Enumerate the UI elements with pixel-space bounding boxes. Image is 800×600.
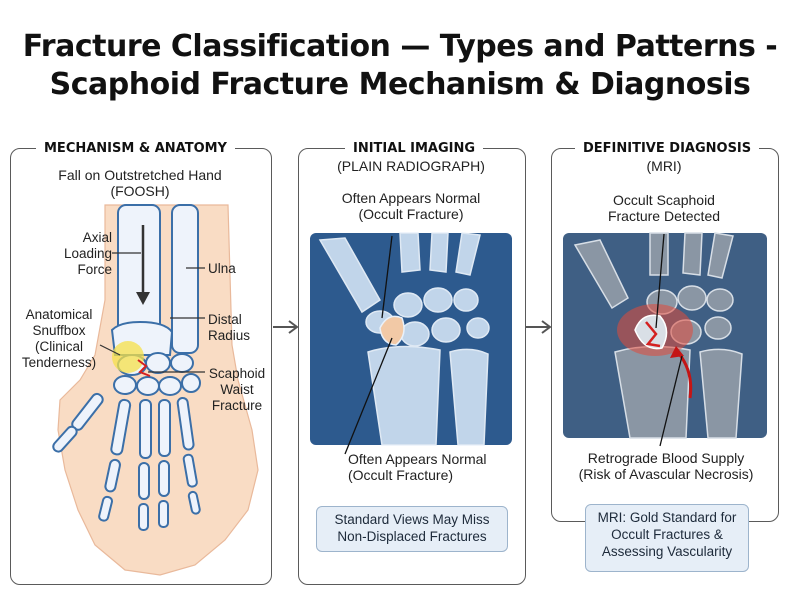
snuffbox-label: Anatomical Snuffbox (Clinical Tenderness… [16,307,102,371]
xray-bottom-line-2: (Occult Fracture) [348,467,454,483]
title-line-2: Scaphoid Fracture Mechanism & Diagnosis [49,67,751,102]
snuffbox-line-2: Snuffbox [32,323,86,338]
snuffbox-highlight [112,341,144,373]
mri-note-line-3: Assessing Vascularity [601,544,733,559]
snuffbox-line-1: Anatomical [25,307,93,322]
axial-line-1: Axial [82,230,112,245]
scaphoid-line-3: Fracture [211,398,263,413]
page-title: Fracture Classification — Types and Patt… [0,28,800,104]
panel1-leader-lines [99,252,205,373]
xray-top-line-1: Often Appears Normal [341,190,481,206]
panel-imaging-heading-line-2: (PLAIN RADIOGRAPH) [337,158,485,174]
panel-diagnosis-heading-line-2: (MRI) [646,158,682,174]
mri-scaphoid [634,314,668,350]
xray-scaphoid [379,315,405,346]
scaphoid-fracture-line [137,359,151,377]
panel-imaging-heading: INITIAL IMAGING [345,141,484,156]
axial-force-label: Axial Loading Force [52,230,112,278]
title-line-1: Fracture Classification — Types and Patt… [22,29,778,64]
xray-bottom-line-1: Often Appears Normal [348,451,487,467]
mri-bottom-line-2: (Risk of Avascular Necrosis) [578,466,754,482]
distal-line-2: Radius [208,328,251,343]
panel-diagnosis-heading: DEFINITIVE DIAGNOSIS [575,141,760,156]
xray-bottom-label: Often Appears Normal (Occult Fracture) [348,451,524,483]
xray-note-line-1: Standard Views May Miss [334,512,490,527]
mri-bottom-line-1: Retrograde Blood Supply [587,450,745,466]
xray-note-line-2: Non-Displaced Fractures [337,529,487,544]
mri-top-label: Occult Scaphoid Fracture Detected [553,192,775,224]
mri-note-line-1: MRI: Gold Standard for [597,510,737,525]
finger-bones [52,392,201,531]
mri-top-line-2: Fracture Detected [607,208,721,224]
mri-note-line-2: Occult Fractures & [611,527,723,542]
arrow-2-to-3 [526,320,552,334]
mri-blood-supply-arrowhead [670,346,684,358]
distal-line-1: Distal [208,312,242,327]
mri-top-line-1: Occult Scaphoid [613,192,715,208]
scaphoid-fracture-label: Scaphoid Waist Fracture [205,366,269,414]
ulna-label: Ulna [208,261,236,276]
panel-mechanism-heading: MECHANISM & ANATOMY [36,141,235,156]
mri-note: MRI: Gold Standard for Occult Fractures … [585,504,749,572]
snuffbox-line-3: (Clinical [34,339,83,354]
axial-line-3: Force [77,262,112,277]
xray-top-line-2: (Occult Fracture) [358,206,464,222]
scaphoid-line-2: Waist [220,382,254,397]
foosh-subtitle: Fall on Outstretched Hand (FOOSH) [12,167,268,199]
distal-radius-label: Distal Radius [208,312,250,344]
ulna-bone [171,204,199,354]
xray-note: Standard Views May Miss Non-Displaced Fr… [316,506,508,552]
foosh-line-1: Fall on Outstretched Hand [58,167,222,183]
mri-leader-lines [655,233,683,447]
axial-line-2: Loading [63,246,112,261]
axial-force-arrowhead [136,292,150,305]
arrow-1-to-2 [273,320,299,334]
scaphoid-line-1: Scaphoid [208,366,266,381]
snuffbox-line-4: Tenderness) [21,355,97,370]
mri-fracture-line [645,321,661,348]
mri-bottom-label: Retrograde Blood Supply (Risk of Avascul… [553,450,779,482]
foosh-line-2: (FOOSH) [110,183,170,199]
xray-top-label: Often Appears Normal (Occult Fracture) [300,190,522,222]
xray-bones [318,232,490,446]
xray-leader-lines [344,235,393,455]
